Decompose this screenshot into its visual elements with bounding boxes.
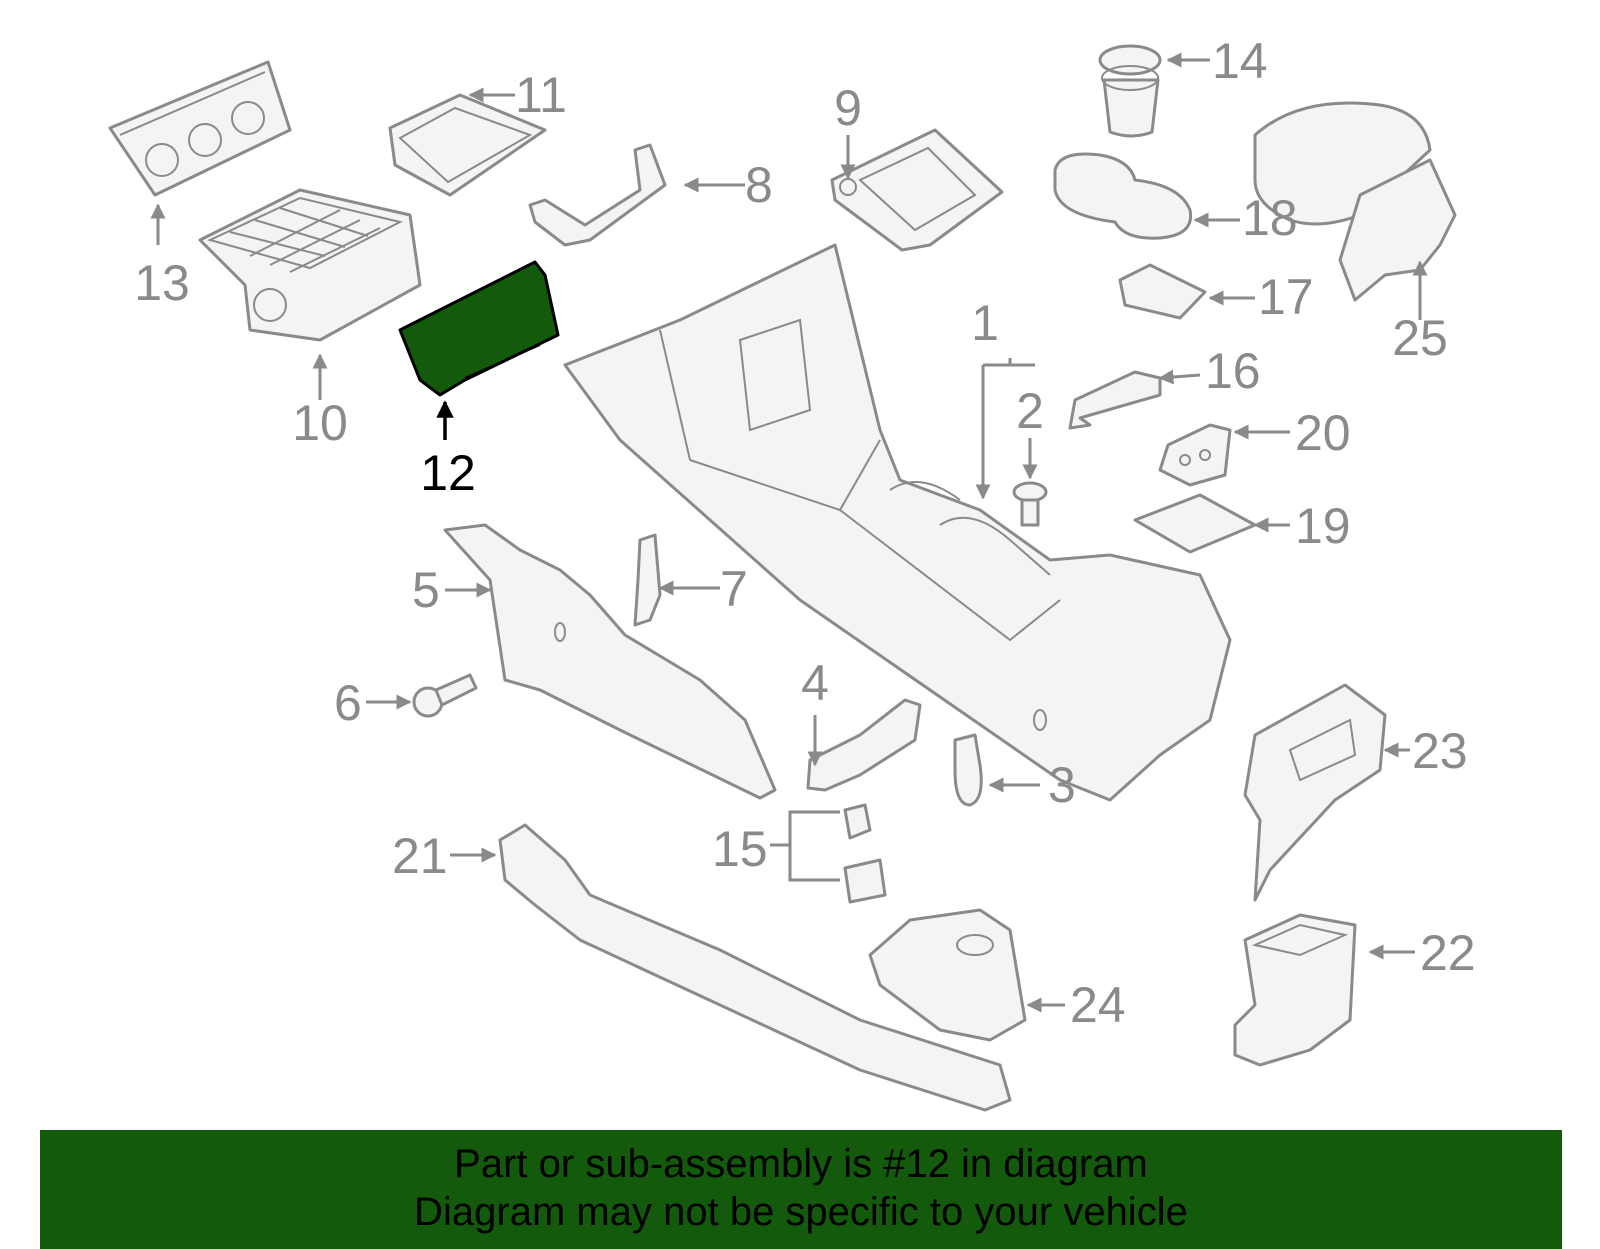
part-8-bracket: [528, 143, 667, 247]
callout-23: 23: [1412, 723, 1468, 779]
part-16-strap: [1068, 370, 1162, 430]
part-14-cup: [1098, 44, 1162, 138]
callout-9: 9: [834, 80, 862, 136]
part-22-rear-duct: [1233, 913, 1357, 1067]
callout-22: 22: [1420, 925, 1476, 981]
callout-25: 25: [1392, 310, 1448, 366]
callout-1: 1: [971, 295, 999, 351]
callout-14: 14: [1212, 33, 1268, 89]
part-9-trim-bezel: [830, 128, 1004, 252]
callout-15: 15: [712, 821, 768, 877]
callout-2: 2: [1016, 383, 1044, 439]
part-12-highlighted-cover: [398, 260, 560, 397]
part-13-switch-panel: [108, 60, 292, 197]
part-25-armrest: [1253, 101, 1457, 302]
part-23-rear-vent: [1243, 683, 1387, 902]
callout-12: 12: [420, 445, 476, 501]
callout-18: 18: [1242, 190, 1298, 246]
part-24-shifter-base: [868, 908, 1027, 1042]
callout-8: 8: [745, 157, 773, 213]
part-11-tray: [388, 93, 547, 197]
leader-lines: [150, 52, 1428, 1013]
part-5-side-panel: [443, 523, 777, 800]
part-19-pad: [1133, 493, 1257, 554]
part-10-storage-bin: [198, 188, 422, 342]
part-1-center-console: [563, 243, 1232, 802]
banner-line-1: Part or sub-assembly is #12 in diagram: [454, 1142, 1148, 1186]
part-18-cup-mat: [1053, 152, 1193, 240]
callout-4: 4: [801, 655, 829, 711]
callout-10: 10: [292, 395, 348, 451]
part-7-small-bracket: [633, 533, 662, 627]
part-15-clips: [843, 803, 887, 904]
callout-3: 3: [1048, 757, 1076, 813]
callout-11: 11: [515, 67, 567, 123]
part-6-bolt: [412, 673, 478, 718]
part-4-bracket: [806, 698, 922, 792]
callout-13: 13: [134, 255, 190, 311]
part-2-screw: [1012, 481, 1048, 527]
part-3-cap: [953, 733, 983, 807]
callout-7: 7: [720, 561, 748, 617]
callout-16: 16: [1205, 343, 1261, 399]
part-20-clip: [1158, 423, 1232, 487]
callout-17: 17: [1258, 269, 1314, 325]
part-17-lid: [1118, 263, 1207, 320]
callout-20: 20: [1295, 405, 1351, 461]
callout-24: 24: [1070, 977, 1126, 1033]
part-21-duct: [498, 823, 1012, 1112]
callout-6: 6: [334, 675, 362, 731]
banner-line-2: Diagram may not be specific to your vehi…: [414, 1190, 1188, 1234]
callout-19: 19: [1295, 498, 1351, 554]
callout-labels: 1 2 3 4 5 6 7 8 9 10 11 12 13 14 15 16 1…: [134, 33, 1475, 1033]
callout-21: 21: [392, 828, 448, 884]
callout-5: 5: [412, 562, 440, 618]
part-notice-banner: Part or sub-assembly is #12 in diagram D…: [40, 1130, 1562, 1249]
